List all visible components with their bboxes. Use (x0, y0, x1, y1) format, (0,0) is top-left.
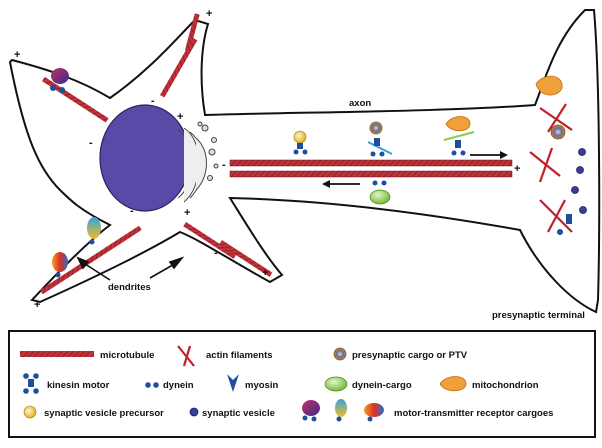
legend-kinesin: kinesin motor (47, 380, 110, 391)
legend-svp: synaptic vesicle precursor (44, 408, 164, 419)
legend-mitochondrion: mitochondrion (472, 380, 539, 391)
legend-microtubule: microtubule (100, 350, 154, 361)
golgi-apparatus (177, 121, 219, 203)
axon-cargoes (293, 116, 508, 205)
actin-filaments (529, 103, 573, 233)
legend-receptor-cargo-swatch (302, 399, 384, 422)
dendrites-label: dendrites (108, 282, 151, 293)
svg-text:-: - (89, 137, 93, 149)
legend-dynein-cargo: dynein-cargo (352, 380, 412, 391)
svg-text:+: + (206, 8, 212, 20)
svg-text:+: + (514, 163, 520, 175)
legend-sv: synaptic vesicle (202, 408, 275, 419)
legend-ptv-swatch (333, 347, 347, 361)
svg-text:-: - (222, 159, 226, 171)
svg-text:-: - (214, 247, 218, 259)
legend-mito-swatch (439, 376, 467, 392)
legend-svp-swatch (23, 405, 37, 419)
dendrite-pointers (76, 256, 185, 281)
neuron-membrane (8, 9, 601, 314)
axon-label: axon (349, 98, 371, 109)
svg-text:+: + (262, 267, 268, 279)
legend-actin: actin filaments (206, 350, 273, 361)
synaptic-vesicles (571, 148, 587, 214)
legend-myosin-swatch (227, 374, 239, 392)
terminal-cargoes (535, 75, 572, 235)
microtubules (40, 13, 513, 295)
polarity-signs: + + - - + - + + - + - + (14, 8, 520, 311)
legend-dynein-swatch (145, 382, 159, 388)
legend-dynein-cargo-swatch (324, 376, 348, 392)
legend-actin-swatch (177, 345, 195, 367)
svg-text:-: - (151, 95, 155, 107)
svg-text:+: + (177, 111, 183, 123)
svg-text:+: + (34, 299, 40, 311)
legend-sv-swatch (189, 407, 199, 417)
svg-text:+: + (184, 207, 190, 219)
legend: microtubule actin filaments presynaptic … (8, 330, 596, 438)
legend-myosin: myosin (245, 380, 278, 391)
legend-dynein: dynein (163, 380, 194, 391)
legend-ptv: presynaptic cargo or PTV (352, 350, 468, 361)
dendrite-cargoes (50, 68, 101, 278)
svg-text:-: - (130, 205, 134, 217)
legend-receptor-cargoes: motor-transmitter receptor cargoes (394, 408, 553, 419)
legend-microtubule-swatch (20, 351, 94, 357)
legend-kinesin-swatch (23, 373, 39, 394)
presynaptic-terminal-label: presynaptic terminal (492, 310, 585, 321)
svg-text:+: + (14, 49, 20, 61)
